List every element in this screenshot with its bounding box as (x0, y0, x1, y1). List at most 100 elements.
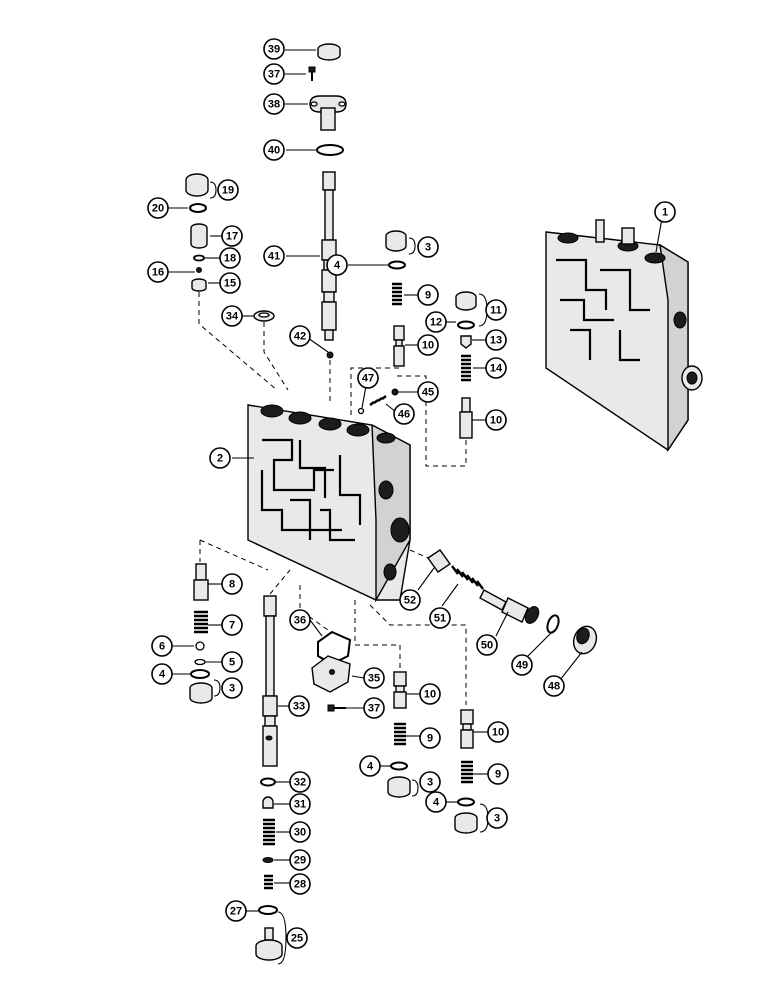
plug-3-lower-right (454, 812, 478, 834)
callout-label: 2 (217, 453, 223, 465)
callout-label: 11 (490, 305, 502, 317)
callout-4: 4 (326, 254, 348, 276)
callout-49: 49 (511, 654, 533, 676)
spring-14 (461, 354, 471, 382)
callout-label: 3 (229, 683, 235, 695)
callout-10: 10 (417, 334, 439, 356)
callout-label: 39 (268, 44, 280, 56)
callout-35: 35 (363, 667, 385, 689)
callout-label: 4 (159, 669, 166, 681)
leader-lines (167, 49, 663, 965)
callout-label: 10 (422, 340, 434, 352)
o-ring-20 (189, 203, 207, 213)
callout-19: 19 (217, 179, 239, 201)
valve-50 (479, 589, 540, 624)
callout-40: 40 (263, 139, 285, 161)
ball-16 (196, 267, 202, 273)
cap-52 (427, 549, 451, 573)
callout-10: 10 (487, 721, 509, 743)
callout-16: 16 (147, 261, 169, 283)
callout-label: 31 (294, 799, 306, 811)
callout-10: 10 (419, 683, 441, 705)
callout-4: 4 (151, 663, 173, 685)
o-ring-49 (546, 614, 560, 634)
callout-label: 40 (268, 145, 280, 157)
callout-label: 4 (433, 797, 440, 809)
spring-51 (451, 565, 484, 590)
callout-label: 5 (229, 657, 235, 669)
gasket-36 (317, 630, 352, 666)
callout-39: 39 (263, 38, 285, 60)
ball-42 (326, 351, 334, 359)
callout-28: 28 (289, 873, 311, 895)
callout-label: 14 (490, 363, 503, 375)
callout-label: 27 (230, 906, 242, 918)
callout-13: 13 (485, 329, 507, 351)
spring-9-lower-mid (394, 722, 406, 746)
plug-25 (255, 927, 283, 961)
cover-35 (311, 655, 351, 693)
callout-37: 37 (263, 63, 285, 85)
plug-19 (185, 173, 209, 197)
callout-45: 45 (417, 381, 439, 403)
callout-31: 31 (289, 793, 311, 815)
callout-label: 7 (229, 620, 235, 632)
callout-10: 10 (485, 409, 507, 431)
callout-label: 15 (224, 278, 236, 290)
callout-48: 48 (543, 675, 565, 697)
callout-4: 4 (425, 791, 447, 813)
callout-label: 3 (494, 813, 500, 825)
callout-47: 47 (357, 367, 379, 389)
screw-37-lower (327, 704, 346, 712)
ball-6 (195, 641, 205, 651)
o-ring-40 (316, 144, 344, 156)
callout-label: 4 (334, 260, 341, 272)
poppet-13 (460, 335, 472, 349)
callout-7: 7 (221, 614, 243, 636)
seat-5 (194, 658, 206, 666)
callout-label: 12 (430, 317, 442, 329)
callout-label: 17 (226, 231, 238, 243)
plug-11 (455, 291, 477, 311)
callout-label: 29 (294, 855, 306, 867)
callout-3: 3 (419, 771, 441, 793)
o-ring-4-lower-right (457, 797, 475, 807)
callout-label: 49 (516, 660, 528, 672)
callout-11: 11 (485, 299, 507, 321)
callout-18: 18 (219, 247, 241, 269)
callout-label: 25 (291, 933, 303, 945)
plunger-31 (262, 796, 274, 809)
callout-6: 6 (151, 635, 173, 657)
callout-label: 52 (404, 595, 416, 607)
callout-label: 16 (152, 267, 164, 279)
callout-label: 48 (548, 681, 560, 693)
callout-label: 13 (490, 335, 502, 347)
ring-32 (260, 777, 276, 787)
callout-15: 15 (219, 272, 241, 294)
washer-29 (262, 857, 274, 863)
callout-label: 19 (222, 185, 234, 197)
callout-label: 41 (268, 251, 280, 263)
callout-34: 34 (221, 305, 243, 327)
callout-51: 51 (429, 607, 451, 629)
spring-46 (369, 395, 387, 406)
callout-41: 41 (263, 245, 285, 267)
callout-label: 37 (268, 69, 280, 81)
spring-7 (194, 610, 208, 634)
callout-label: 45 (422, 387, 434, 399)
callout-14: 14 (485, 357, 507, 379)
callout-3: 3 (221, 677, 243, 699)
part-callouts: 3937384019201718161541349111213101434424… (147, 38, 676, 949)
callout-label: 10 (424, 689, 436, 701)
o-ring-12 (457, 320, 475, 330)
spring-9-lower-right (461, 760, 473, 784)
ball-47 (357, 407, 365, 415)
plug-3-lower-mid (387, 776, 411, 798)
callout-27: 27 (225, 900, 247, 922)
o-ring-27 (258, 905, 278, 915)
valve-10-right-upper (459, 397, 473, 439)
callout-label: 10 (490, 415, 502, 427)
callout-label: 8 (229, 579, 235, 591)
valve-body-2 (247, 404, 411, 603)
callout-2: 2 (209, 447, 231, 469)
